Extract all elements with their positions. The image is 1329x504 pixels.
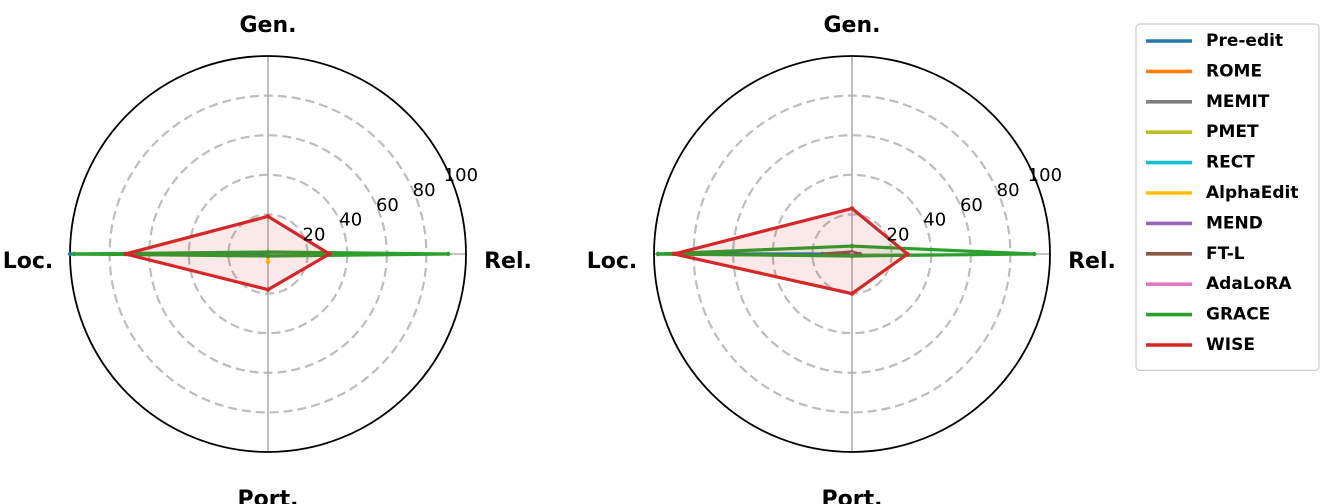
- legend-label-rect: RECT: [1206, 153, 1255, 173]
- axis-label-gen: Gen.: [824, 13, 881, 38]
- r-tick-label-100: 100: [1028, 165, 1062, 186]
- axis-label-port: Port.: [822, 487, 883, 504]
- axis-label-port: Port.: [238, 487, 299, 504]
- series-alphaedit-point-port: [265, 259, 271, 265]
- series-grace-point-port: [265, 253, 271, 259]
- axis-label-loc: Loc.: [3, 249, 54, 274]
- r-tick-label-60: 60: [376, 195, 399, 216]
- axis-label-gen: Gen.: [240, 13, 297, 38]
- legend-item-ft-l: FT-L: [1146, 244, 1245, 264]
- r-tick-label-80: 80: [997, 180, 1020, 201]
- series-wise-point-rel: [905, 251, 910, 257]
- r-tick-label-20: 20: [887, 224, 910, 245]
- legend-item-grace: GRACE: [1146, 305, 1270, 325]
- r-tick-label-40: 40: [923, 210, 946, 231]
- series-wise-point-port: [849, 291, 855, 296]
- legend-label-adalora: AdaLoRA: [1206, 274, 1292, 294]
- legend-item-wise: WISE: [1146, 335, 1255, 355]
- series-grace-point-rel: [1031, 251, 1037, 257]
- axis-label-loc: Loc.: [587, 249, 638, 274]
- legend-item-memit: MEMIT: [1146, 92, 1270, 112]
- axis-label-rel: Rel.: [484, 249, 532, 274]
- legend-label-mend: MEND: [1206, 213, 1263, 233]
- r-tick-label-20: 20: [303, 224, 326, 245]
- legend-item-adalora: AdaLoRA: [1146, 274, 1292, 294]
- legend-label-wise: WISE: [1206, 335, 1255, 355]
- axis-label-rel: Rel.: [1068, 249, 1116, 274]
- legend-item-rome: ROME: [1146, 61, 1262, 81]
- series-wise-polygon: [125, 214, 333, 292]
- series-grace-point-loc: [655, 251, 661, 257]
- series-pre-edit-point-loc: [67, 251, 73, 257]
- legend-label-pmet: PMET: [1206, 122, 1259, 142]
- legend-item-rect: RECT: [1146, 153, 1255, 173]
- legend-item-mend: MEND: [1146, 213, 1263, 233]
- series-grace-point-gen: [265, 249, 271, 255]
- series-wise-point-port: [265, 287, 271, 292]
- legend-label-pre-edit: Pre-edit: [1206, 31, 1283, 51]
- legend-item-alphaedit: AlphaEdit: [1146, 183, 1298, 203]
- series-grace-point-port: [849, 253, 855, 259]
- radar-chart-left: 20 40 60 80 100 Gen. Rel. Port. Loc.: [3, 13, 532, 504]
- series-grace-point-loc: [71, 251, 77, 257]
- radar-chart-right: 20 40 60 80 100 Gen. Rel. Port. Loc.: [587, 13, 1116, 504]
- legend-item-pmet: PMET: [1146, 122, 1259, 142]
- legend-item-pre-edit: Pre-edit: [1146, 31, 1283, 51]
- series-grace-point-gen: [849, 243, 855, 249]
- legend-label-memit: MEMIT: [1206, 92, 1270, 112]
- legend-label-ft-l: FT-L: [1206, 244, 1245, 264]
- series-wise-point-loc: [123, 251, 128, 257]
- series-wise-point-rel: [327, 251, 332, 257]
- r-tick-label-60: 60: [960, 195, 983, 216]
- legend-label-alphaedit: AlphaEdit: [1206, 183, 1298, 203]
- series-wise-polygon: [673, 206, 911, 296]
- outer-frame: [653, 55, 1051, 453]
- series-wise-point-gen: [265, 214, 271, 219]
- r-tick-label-40: 40: [339, 210, 362, 231]
- legend-label-grace: GRACE: [1206, 305, 1270, 325]
- r-tick-label-100: 100: [444, 165, 478, 186]
- series-wise-point-loc: [671, 251, 676, 257]
- series-wise-point-gen: [849, 206, 855, 211]
- r-tick-label-80: 80: [413, 180, 436, 201]
- series-grace-point-rel: [445, 251, 451, 257]
- legend-label-rome: ROME: [1206, 61, 1262, 81]
